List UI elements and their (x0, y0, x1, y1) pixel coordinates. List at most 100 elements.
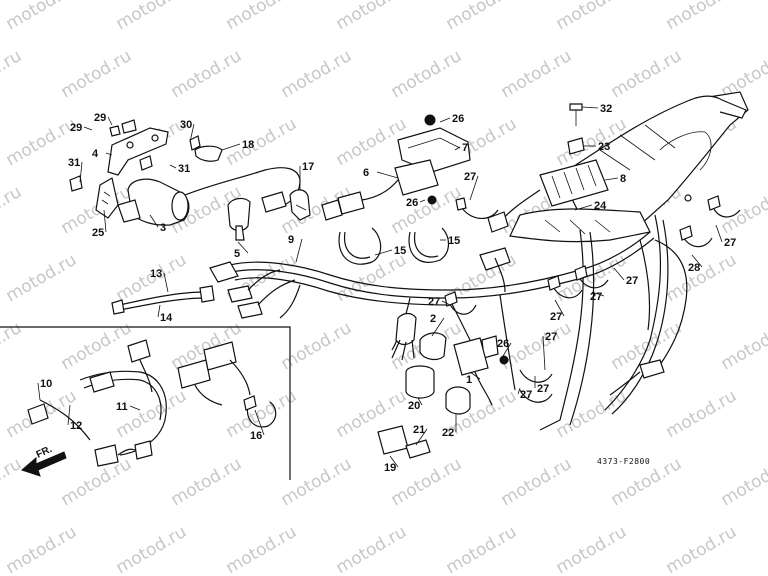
leader-line (254, 409, 265, 436)
callout-label: 22 (442, 427, 454, 439)
leader-line (169, 164, 177, 169)
callout-label: 1 (466, 374, 472, 386)
leader-line (417, 397, 423, 406)
watermark-text: motod.ru (168, 454, 246, 510)
frame (509, 91, 749, 431)
watermark-text: motod.ru (498, 454, 576, 510)
watermark-text: motod.ru (388, 46, 466, 102)
watermark-text: motod.ru (553, 522, 631, 576)
callout-label: 27 (464, 171, 476, 183)
main-wire-harness (209, 231, 688, 396)
watermark-text: motod.ru (58, 454, 136, 510)
leader-line (415, 428, 428, 446)
callout-label: 32 (600, 103, 612, 115)
callout-label: 13 (150, 268, 162, 280)
callout-label: 6 (363, 167, 369, 179)
leader-line (295, 238, 303, 263)
leader-line (542, 335, 546, 371)
callout-label: 27 (590, 291, 602, 303)
watermark-text: motod.ru (333, 0, 411, 34)
callout-label: 27 (550, 311, 562, 323)
leader-line (469, 371, 481, 380)
watermark-text: motod.ru (443, 0, 521, 34)
leader-line (221, 143, 241, 151)
callout-label: 21 (413, 424, 425, 436)
watermark-text: motod.ru (113, 386, 191, 442)
leader-line (581, 106, 599, 109)
diagram-code: 4373-F2800 (597, 457, 650, 466)
inset-box (0, 326, 291, 480)
leader-line (554, 299, 565, 317)
leader-lines (37, 106, 723, 468)
leader-line (107, 116, 113, 126)
callout-label: 28 (688, 262, 700, 274)
callout-label: 9 (288, 234, 294, 246)
watermark-text: motod.ru (718, 318, 768, 374)
callout-label: 15 (394, 245, 406, 257)
callout-label: 19 (384, 462, 396, 474)
watermark-text: motod.ru (113, 522, 191, 576)
watermark-text: motod.ru (58, 46, 136, 102)
watermark-text: motod.ru (443, 522, 521, 576)
leader-line (103, 209, 107, 233)
leader-line (157, 304, 161, 318)
leader-line (517, 387, 521, 395)
callout-label: 17 (302, 161, 314, 173)
callout-label: 27 (520, 389, 532, 401)
callout-label: 31 (178, 163, 190, 175)
callout-label: 12 (70, 420, 82, 432)
callout-label: 26 (497, 338, 509, 350)
leader-line (431, 317, 445, 337)
leader-line (574, 204, 593, 211)
leader-line (441, 300, 451, 306)
watermark-text: motod.ru (608, 46, 686, 102)
leader-line (163, 272, 169, 293)
watermark-text: motod.ru (388, 454, 466, 510)
leader-line (691, 254, 703, 268)
callout-label: 29 (94, 112, 106, 124)
watermark-text: motod.ru (113, 0, 191, 34)
clip-17 (289, 189, 311, 221)
watermark-text: motod.ru (3, 250, 81, 306)
spark-plug-cap (227, 197, 251, 241)
leader-line (129, 405, 141, 411)
leader-line (454, 146, 461, 151)
watermark-text: motod.ru (663, 250, 741, 306)
leader-line (591, 291, 605, 297)
watermark-text: motod.ru (168, 46, 246, 102)
watermark-text: motod.ru (223, 522, 301, 576)
watermark-text: motod.ru (553, 0, 631, 34)
leader-line (189, 123, 195, 143)
callout-label: 27 (537, 383, 549, 395)
callout-label: 24 (594, 200, 607, 212)
watermark-text: motod.ru (718, 182, 768, 238)
leader-line (79, 161, 83, 183)
callout-label: 11 (116, 401, 128, 413)
callout-label: 5 (234, 248, 240, 260)
callout-label: 26 (452, 113, 464, 125)
callout-label: 27 (724, 237, 736, 249)
watermark-text: motod.ru (333, 250, 411, 306)
callout-label: 3 (160, 222, 166, 234)
watermark-text: motod.ru (663, 386, 741, 442)
leader-line (376, 171, 399, 179)
callout-label: 16 (250, 430, 262, 442)
leader-line (502, 342, 512, 357)
leader-line (83, 126, 93, 131)
callout-label: 25 (92, 227, 104, 239)
leader-line (715, 224, 723, 243)
ignition-coil-assembly (69, 119, 301, 226)
band-clamps (444, 195, 741, 403)
watermark-text: motod.ru (0, 46, 25, 102)
leader-line (149, 214, 159, 228)
watermark-text: motod.ru (663, 522, 741, 576)
leader-line (37, 382, 41, 401)
watermark-text: motod.ru (0, 182, 25, 238)
lower-components (377, 332, 509, 459)
leader-line (419, 199, 426, 203)
watermark-text: motod.ru (0, 454, 25, 510)
callout-label: 2 (430, 313, 436, 325)
